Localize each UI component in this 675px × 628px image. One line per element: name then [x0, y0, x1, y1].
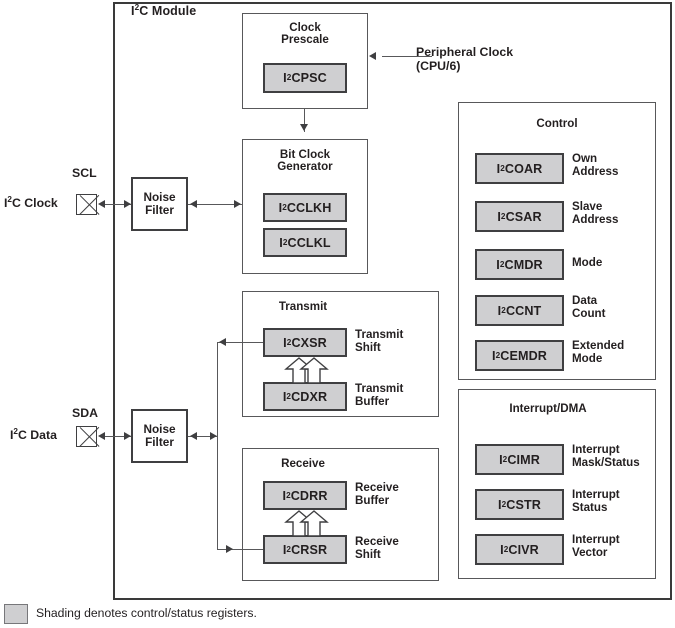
sda-bus-in-arrowhead: [210, 432, 217, 440]
bit-clock-generator-title: Bit Clock Generator: [277, 148, 333, 174]
noise-filter-sda: Noise Filter: [131, 409, 188, 463]
sda-pin-to-filter-line: [104, 436, 132, 438]
peripheral-clock-label: Peripheral Clock (CPU/6): [416, 45, 514, 73]
sda-pin-name: SDA: [72, 406, 98, 420]
peripheral-clock-arrowhead: [369, 52, 376, 60]
prescale-to-bitclock-arrowhead: [300, 124, 308, 131]
transmit-shift-label: Transmit Shift: [355, 328, 404, 354]
receive-buffer-label: Receive Buffer: [355, 481, 399, 507]
i2c-data-label: I2C Data: [10, 426, 57, 442]
bus-to-rsr-line: [217, 549, 263, 551]
peripheral-clock-line: [382, 56, 432, 58]
control-block: Control: [458, 102, 656, 380]
extended-mode-label: Extended Mode: [572, 339, 625, 365]
sda-filter-in-arrowhead: [124, 432, 131, 440]
prescale-to-bitclock-line: [304, 109, 306, 132]
bus-to-xsr-line: [217, 342, 263, 344]
bus-to-xsr-arrowhead: [219, 338, 226, 346]
interrupt-vector-label: Interrupt Vector: [572, 533, 620, 559]
scl-pin-arrowhead: [98, 200, 105, 208]
bitclock-in-arrowhead: [234, 200, 241, 208]
legend-text: Shading denotes control/status registers…: [36, 606, 257, 620]
sda-data-bus-spine: [217, 343, 219, 550]
sda-pin-symbol: [76, 426, 97, 447]
scl-pin-name: SCL: [72, 166, 97, 180]
transmit-buffer-label: Transmit Buffer: [355, 382, 404, 408]
sda-filter-to-bus-line: [188, 436, 218, 438]
scl-filter-to-bitclock-line: [188, 204, 242, 206]
own-address-label: Own Address: [572, 152, 619, 178]
bus-to-rsr-arrowhead: [226, 545, 233, 553]
i2c-clock-label: I2C Clock: [4, 194, 58, 210]
interrupt-mask-status-label: Interrupt Mask/Status: [572, 443, 640, 469]
clock-prescale-title: Clock Prescale: [281, 21, 329, 47]
slave-address-label: Slave Address: [572, 200, 619, 226]
receive-rsr-to-drr-arrow: [284, 510, 329, 536]
module-title: I2C Module: [131, 2, 197, 18]
control-title: Control: [536, 117, 578, 130]
scl-filter-in-arrowhead: [124, 200, 131, 208]
sda-filter-out-arrowhead: [190, 432, 197, 440]
transmit-dxr-to-xsr-arrow: [284, 357, 329, 383]
interrupt-dma-title: Interrupt/DMA: [509, 402, 587, 415]
noise-filter-scl: Noise Filter: [131, 177, 188, 231]
sda-pin-arrowhead: [98, 432, 105, 440]
scl-pin-to-filter-line: [104, 204, 132, 206]
transmit-title: Transmit: [278, 300, 328, 313]
receive-shift-label: Receive Shift: [355, 535, 399, 561]
data-count-label: Data Count: [572, 294, 606, 320]
interrupt-status-label: Interrupt Status: [572, 488, 620, 514]
scl-pin-symbol: [76, 194, 97, 215]
scl-filter-out-arrowhead: [190, 200, 197, 208]
receive-title: Receive: [281, 457, 325, 470]
legend-swatch: [4, 604, 28, 624]
mode-label: Mode: [572, 256, 603, 269]
clock-prescale-block: Clock Prescale: [242, 13, 368, 109]
